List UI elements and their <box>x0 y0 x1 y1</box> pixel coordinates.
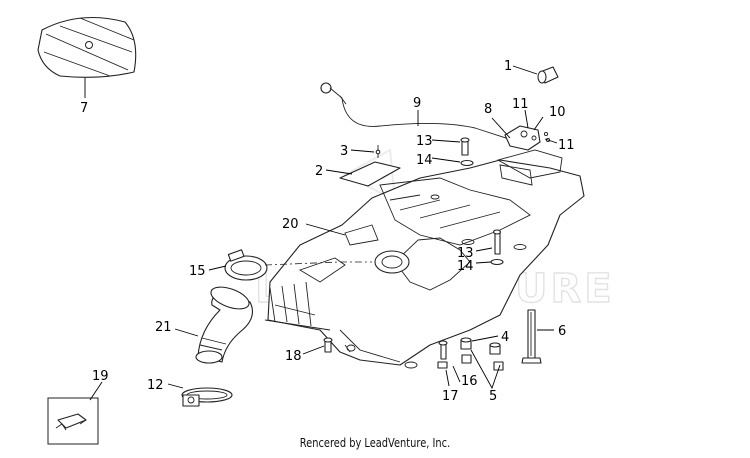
callout-8: 8 <box>484 102 492 117</box>
part-20-undertray <box>264 149 585 369</box>
part-12-hose-clamp <box>181 387 233 407</box>
callout-13-lower: 13 <box>457 246 474 261</box>
callout-16: 16 <box>461 374 478 389</box>
callout-14-top: 14 <box>416 153 433 168</box>
callout-11-right: 11 <box>558 138 575 153</box>
callout-12: 12 <box>147 378 164 393</box>
part-8-bracket <box>504 125 551 151</box>
part-6-strap <box>521 309 542 364</box>
part-9-cable <box>320 82 513 141</box>
part-21-duct <box>195 286 253 364</box>
part-16-17-bolt <box>437 340 448 369</box>
callout-2: 2 <box>315 164 323 179</box>
part-2-panel <box>339 145 401 187</box>
callout-20: 20 <box>282 217 299 232</box>
part-1-grommet <box>537 66 559 84</box>
callout-3: 3 <box>340 144 348 159</box>
callout-19: 19 <box>92 369 109 384</box>
part-18-screw <box>323 337 333 353</box>
part-13-bolt-lower <box>490 229 504 266</box>
callout-14-lower: 14 <box>457 259 474 274</box>
callout-4: 4 <box>501 330 509 345</box>
part-7-cover <box>37 16 137 78</box>
callout-17: 17 <box>442 389 459 404</box>
part-19-inset-box <box>47 397 99 445</box>
leader-lines <box>84 65 558 401</box>
callout-11-top: 11 <box>512 97 529 112</box>
callout-15: 15 <box>189 264 206 279</box>
callout-7: 7 <box>80 101 88 116</box>
part-15-clamp <box>224 249 268 281</box>
callout-10: 10 <box>549 105 566 120</box>
callout-9: 9 <box>413 96 421 111</box>
callout-6: 6 <box>558 324 566 339</box>
callout-1: 1 <box>504 59 512 74</box>
part-13-bolt-top <box>460 137 474 167</box>
callout-labels: 1 2 3 4 5 6 7 8 9 10 11 11 12 13 13 14 1… <box>80 59 575 404</box>
callout-21: 21 <box>155 320 172 335</box>
footer-credit: Rencered by LeadVenture, Inc. <box>299 436 451 450</box>
assembly-centerline <box>264 261 372 266</box>
callout-13-top: 13 <box>416 134 433 149</box>
callout-18: 18 <box>285 349 302 364</box>
part-4-5-mounts <box>460 337 504 371</box>
callout-5: 5 <box>489 389 497 404</box>
